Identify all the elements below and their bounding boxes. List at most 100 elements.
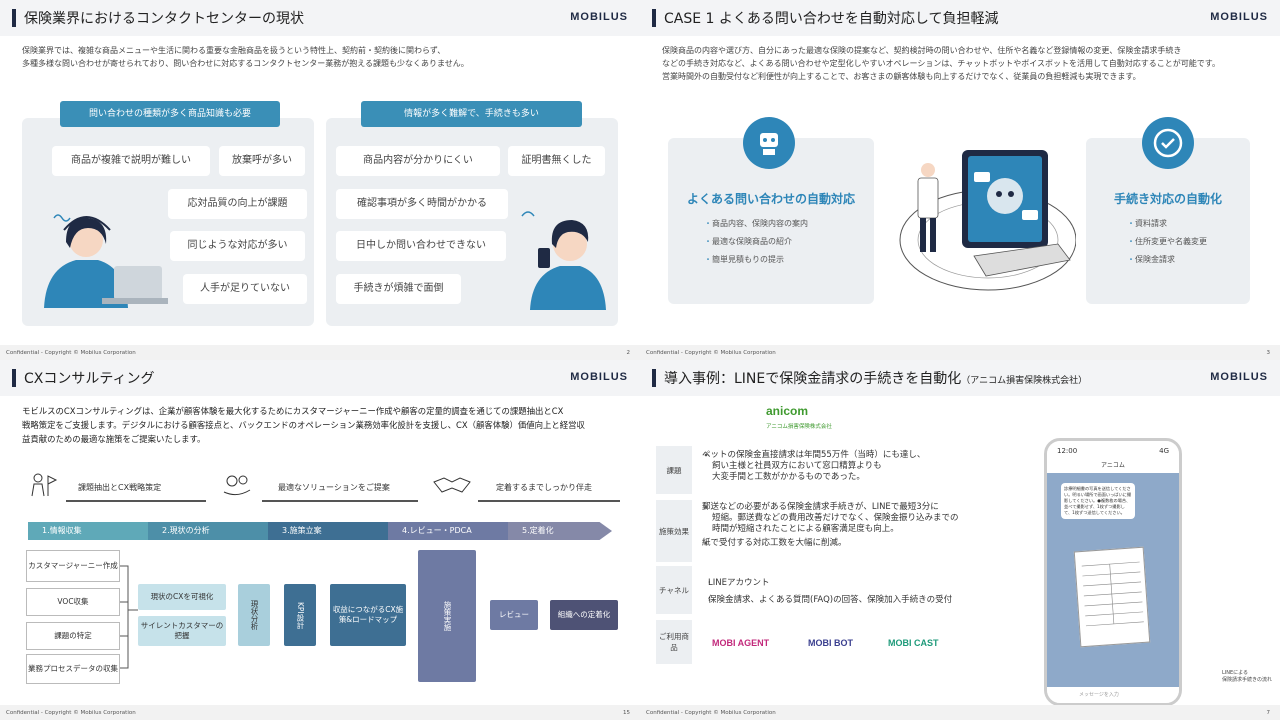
title-accent — [652, 9, 656, 27]
title-text: 導入事例：LINEで保険金請求の手続きを自動化 — [664, 371, 962, 387]
message-input[interactable]: メッセージを入力 — [1047, 687, 1179, 703]
roadmap-box: 収益につながるCX施策&ロードマップ — [330, 584, 406, 646]
bullet-dots — [704, 453, 710, 602]
kpi-box: KPI設計 — [284, 584, 316, 646]
row-label: ご利用商品 — [656, 620, 692, 664]
intro-line: 保険商品の内容や選び方、自分にあった最適な保険の提案など、契約検討時の問い合わせ… — [662, 46, 1182, 55]
product-mobi-bot: MOBI BOT — [808, 638, 853, 648]
receipt-photo — [1073, 546, 1151, 648]
analysis-box: サイレントカスタマーの把握 — [138, 616, 226, 646]
slide-cx-consulting: CXコンサルティング MOBILUS モビルスのCXコンサルティングは、企業が顧… — [0, 360, 640, 720]
handshake-icon — [433, 477, 471, 493]
intro-line: 保険業界では、複雑な商品メニューや生活に関わる重要な金融商品を扱うという特性上、… — [22, 46, 446, 55]
product-mobi-agent: MOBI AGENT — [712, 638, 770, 648]
row-label: チャネル — [656, 566, 692, 614]
page-number: 15 — [623, 710, 630, 716]
gears-hand-icon — [223, 475, 251, 496]
phone-signal: 4G — [1159, 447, 1169, 455]
anicom-logo: anicom — [766, 404, 809, 418]
intro-line: モビルスのCXコンサルティングは、企業が顧客体験を最大化するためにカスタマージャ… — [22, 406, 564, 416]
issue-card: 手続きが煩雑で面倒 — [336, 274, 461, 304]
chat-header: アニコム — [1047, 459, 1179, 473]
row-label: 課題 — [656, 446, 692, 494]
chatbot-icon — [743, 117, 795, 169]
slide-title: 保険業界におけるコンタクトセンターの現状 — [24, 11, 304, 27]
page-number: 7 — [1266, 710, 1271, 716]
chat-area: 診療明細書の写真を送信してください。明るい場所で画面いっぱいに撮影してください。… — [1047, 473, 1179, 689]
procedure-automation-heading: 手続き対応の自動化 — [1113, 192, 1222, 206]
footer: Confidential - Copyright © Mobilus Corpo… — [640, 705, 1280, 720]
phone-status-bar: 12:00 4G — [1047, 441, 1179, 459]
robot-computer-illustration — [899, 150, 1076, 291]
faq-automation-heading: よくある問い合わせの自動対応 — [686, 192, 855, 206]
phase-underline — [262, 500, 418, 502]
footer: Confidential - Copyright © Mobilus Corpo… — [640, 345, 1280, 360]
caption-line: 保険請求手続きの流れ — [1222, 677, 1273, 683]
page-number: 2 — [626, 350, 631, 356]
confused-customer-illustration — [521, 211, 606, 310]
list-item: 住所変更や名義変更 — [1127, 233, 1207, 251]
bracket-connector — [120, 565, 138, 669]
title-note: （アニコム損害保険株式会社） — [961, 376, 1088, 386]
title-bar — [0, 0, 640, 36]
text-line: 飼い主様と社員双方において窓口精算よりも — [712, 461, 882, 471]
footer: Confidential - Copyright © Mobilus Corpo… — [0, 705, 640, 720]
text-line: 大変手間と工数がかかるものであった。 — [712, 472, 865, 482]
list-item: 商品内容、保険内容の案内 — [704, 215, 808, 233]
refresh-check-icon — [1142, 117, 1194, 169]
phase-label: 定着するまでしっかり伴走 — [496, 483, 592, 492]
step-chevron: 4.レビュー・PDCA — [388, 522, 508, 540]
bot-message-bubble: 診療明細書の写真を送信してください。明るい場所で画面いっぱいに撮影してください。… — [1061, 483, 1135, 519]
text-line: 時間が短縮されたことによる顧客満足度も向上。 — [712, 524, 899, 534]
page-number: 3 — [1266, 350, 1271, 356]
intro-line: 益貢献のための最適な施策をご提案いたします。 — [22, 434, 206, 444]
title-bar — [0, 360, 640, 396]
intro-text: 保険商品の内容や選び方、自分にあった最適な保険の提案など、契約検討時の問い合わせ… — [662, 44, 1220, 83]
brand-logo: MOBILUS — [1210, 11, 1268, 23]
issue-card: 商品内容が分かりにくい — [336, 146, 500, 176]
slide-title: CXコンサルティング — [24, 371, 155, 387]
brand-logo: MOBILUS — [570, 371, 628, 383]
execution-box: 施策実施 — [418, 550, 476, 682]
operator-illustration — [44, 214, 168, 308]
issue-card: 同じような対応が多い — [170, 231, 305, 261]
intro-line: などの手続き対応など、よくある問い合わせや定型化しやすいオペレーションは、チャッ… — [662, 59, 1220, 68]
row-content: ペットの保険金直接請求は年間55万件（当時）にも達し、 飼い主様と社員双方におい… — [702, 450, 925, 483]
title-bar — [640, 360, 1280, 396]
title-accent — [652, 369, 656, 387]
text-line: 紙で受付する対応工数を大幅に削減。 — [702, 538, 847, 548]
list-item: 保険金請求 — [1127, 251, 1207, 269]
row-content: 郵送などの必要がある保険金請求手続きが、LINEで最短3分に 短縮。郵送費などの… — [702, 502, 959, 549]
step-chevron: 3.施策立案 — [268, 522, 388, 540]
flag-person-icon — [31, 473, 58, 497]
issue-card: 証明書無くした — [508, 146, 605, 176]
slide-title: 導入事例：LINEで保険金請求の手続きを自動化（アニコム損害保険株式会社） — [664, 368, 1087, 388]
text-line: 郵送などの必要がある保険金請求手続きが、LINEで最短3分に — [702, 502, 939, 512]
text-line: 保険金請求、よくある質問(FAQ)の回答、保険加入手続きの受付 — [708, 595, 953, 605]
review-box: レビュー — [490, 600, 538, 630]
intro-text: 保険業界では、複雑な商品メニューや生活に関わる重要な金融商品を扱うという特性上、… — [22, 44, 469, 70]
input-box: カスタマージャーニー作成 — [26, 550, 120, 582]
step-chevron: 1.情報収集 — [28, 522, 148, 540]
list-item: 簡単見積もりの提示 — [704, 251, 808, 269]
anicom-company-name: アニコム損害保険株式会社 — [766, 424, 832, 430]
list-item: 最適な保険商品の紹介 — [704, 233, 808, 251]
input-box: VOC収集 — [26, 588, 120, 616]
brand-logo: MOBILUS — [1210, 371, 1268, 383]
intro-line: 営業時間外の自動受付など利便性が向上することで、お客さまの顧客体験も向上するだけ… — [662, 72, 1141, 81]
phase-underline — [478, 500, 620, 502]
title-accent — [12, 369, 16, 387]
issue-card: 人手が足りていない — [183, 274, 307, 304]
phase-underline — [66, 500, 206, 502]
footer: Confidential - Copyright © Mobilus Corpo… — [0, 345, 640, 360]
phone-time: 12:00 — [1057, 447, 1078, 455]
intro-text: モビルスのCXコンサルティングは、企業が顧客体験を最大化するためにカスタマージャ… — [22, 404, 585, 446]
slide-title: CASE 1 よくある問い合わせを自動対応して負担軽減 — [664, 11, 999, 27]
list-item: 資料請求 — [1127, 215, 1207, 233]
footer-copyright: Confidential - Copyright © Mobilus Corpo… — [6, 710, 136, 716]
phone-mockup: 12:00 4G アニコム 診療明細書の写真を送信してください。明るい場所で画面… — [1044, 438, 1182, 706]
product-mobi-cast: MOBI CAST — [888, 638, 939, 648]
phase-label: 課題抽出とCX戦略策定 — [78, 483, 162, 492]
intro-line: 多種多様な問い合わせが寄せられており、問い合わせに対応するコンタクトセンター業務… — [22, 59, 469, 68]
issue-card: 確認事項が多く時間がかかる — [336, 189, 508, 219]
